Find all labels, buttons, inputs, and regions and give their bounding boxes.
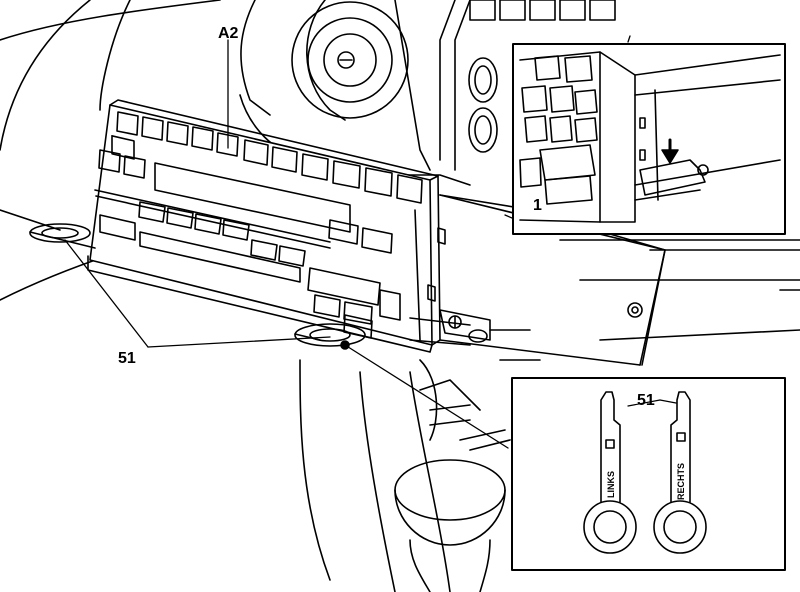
detail-box-1 bbox=[512, 43, 786, 235]
label-tool-main: 51 bbox=[118, 350, 136, 367]
leader-dot bbox=[340, 340, 350, 350]
dash-vents bbox=[468, 0, 616, 153]
label-tool-left: LINKS bbox=[606, 471, 616, 498]
label-tool-detail: 51 bbox=[637, 392, 655, 409]
top-buttons bbox=[111, 135, 135, 160]
gear-lever bbox=[394, 459, 506, 592]
label-tool-right: RECHTS bbox=[676, 463, 686, 500]
ignition-switch bbox=[291, 1, 409, 119]
label-radio: A2 bbox=[218, 25, 239, 42]
label-detail-number: 1 bbox=[533, 197, 542, 214]
detail-box-tools bbox=[511, 377, 786, 571]
radio-unit bbox=[29, 99, 441, 353]
release-tool-right bbox=[653, 391, 707, 554]
release-tool-left bbox=[583, 391, 637, 554]
